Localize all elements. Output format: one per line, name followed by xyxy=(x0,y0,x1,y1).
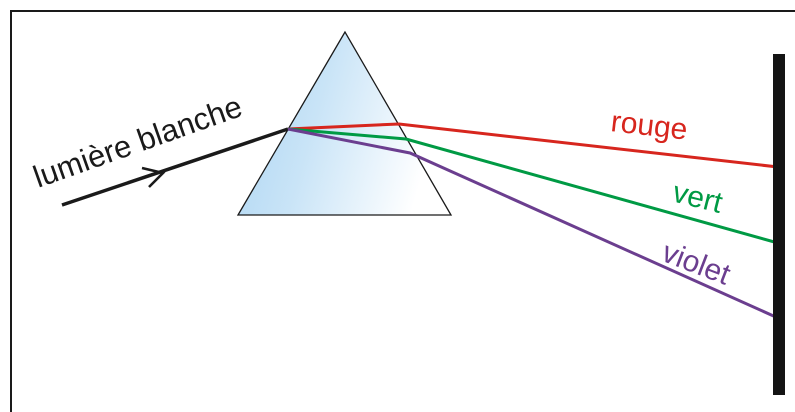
frame-border xyxy=(10,10,795,412)
violet-ray xyxy=(287,127,779,320)
green-label: vert xyxy=(669,176,726,220)
screen xyxy=(773,54,785,395)
green-ray xyxy=(287,127,779,245)
violet-label: violet xyxy=(657,236,735,292)
white-light-ray xyxy=(61,127,289,207)
prism xyxy=(236,30,453,216)
red-ray xyxy=(287,122,779,169)
direction-arrow-icon xyxy=(141,166,166,188)
red-label: rouge xyxy=(609,105,689,146)
